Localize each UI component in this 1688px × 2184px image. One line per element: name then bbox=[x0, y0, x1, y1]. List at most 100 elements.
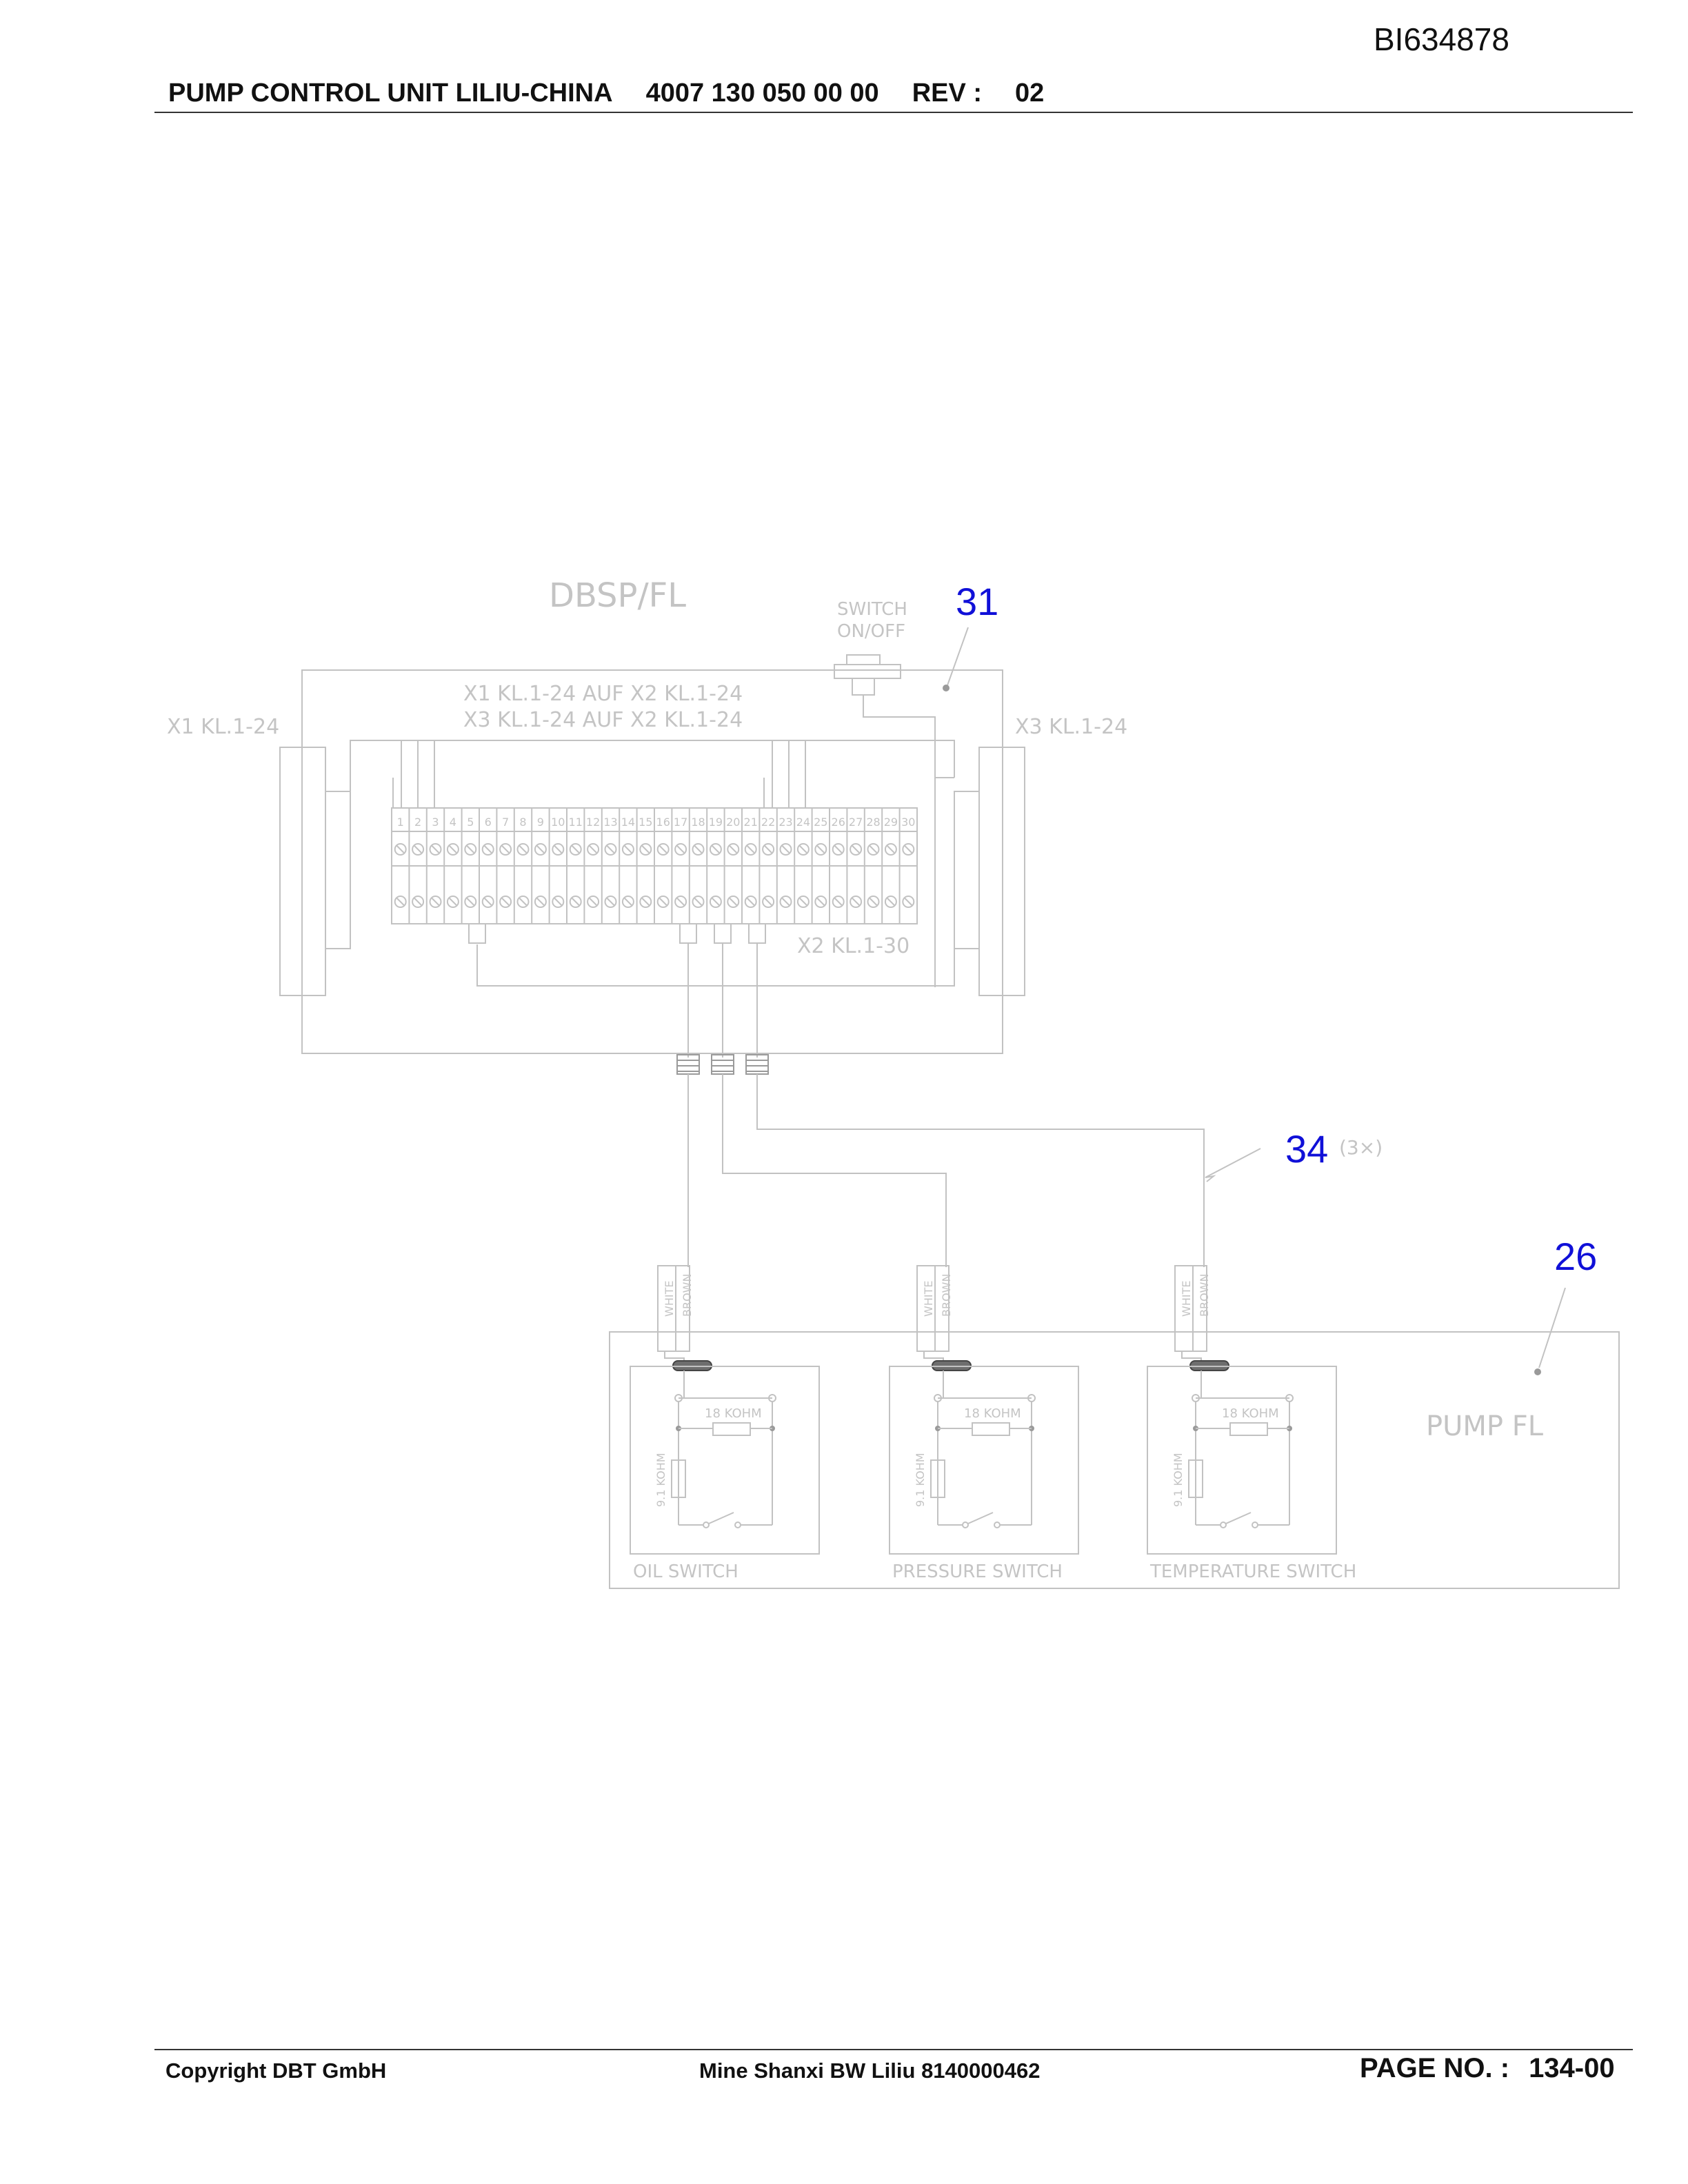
terminal-number: 9 bbox=[537, 816, 544, 829]
callout-31-leader bbox=[947, 627, 969, 686]
terminal-screw bbox=[412, 896, 425, 908]
resistor-18k bbox=[1229, 1422, 1268, 1436]
x2-terminal: 8 bbox=[513, 808, 530, 924]
terminal-screw bbox=[429, 843, 442, 856]
terminal-number: 20 bbox=[726, 816, 740, 829]
routing-text-1: X1 KL.1-24 AUF X2 KL.1-24 bbox=[463, 682, 743, 706]
terminal-screw bbox=[639, 843, 652, 856]
x2-terminal: 27 bbox=[846, 808, 863, 924]
x1-label: X1 KL.1-24 bbox=[167, 715, 279, 739]
terminal-screw bbox=[552, 843, 565, 856]
callout-34-leader bbox=[1205, 1148, 1261, 1182]
terminal-screw bbox=[709, 843, 722, 856]
callout-34-qty: (3×) bbox=[1339, 1136, 1383, 1159]
terminal-screw bbox=[727, 896, 740, 908]
right-feed-lines bbox=[763, 740, 806, 808]
terminal-screw bbox=[464, 896, 477, 908]
switch-on-off-symbol bbox=[834, 654, 936, 987]
terminal-number: 21 bbox=[744, 816, 758, 829]
terminal-screw bbox=[639, 896, 652, 908]
wire-label-white: WHITE bbox=[1180, 1281, 1193, 1317]
terminal-screw bbox=[814, 896, 827, 908]
x2-terminal: 15 bbox=[636, 808, 652, 924]
left-feed-lines bbox=[392, 740, 435, 808]
footer-page: PAGE NO. :134-00 bbox=[1360, 2053, 1615, 2084]
document-id: BI634878 bbox=[1374, 21, 1509, 57]
footer-page-label: PAGE NO. : bbox=[1360, 2053, 1510, 2083]
sensor-box bbox=[630, 1366, 820, 1555]
terminal-screw bbox=[499, 896, 512, 908]
resistor-18k-label: 18 KOHM bbox=[705, 1406, 762, 1421]
terminal-number: 26 bbox=[832, 816, 845, 829]
terminal-screw bbox=[867, 843, 880, 856]
terminal-screw bbox=[534, 896, 547, 908]
switch-label-2: ON/OFF bbox=[837, 621, 905, 642]
terminal-screw bbox=[902, 843, 915, 856]
resistor-9k1-label: 9.1 KOHM bbox=[914, 1453, 927, 1507]
terminal-screw bbox=[762, 843, 775, 856]
terminal-screw bbox=[867, 896, 880, 908]
x2-terminal: 23 bbox=[776, 808, 793, 924]
terminal-screw bbox=[604, 896, 617, 908]
terminal-screw bbox=[796, 843, 810, 856]
terminal-number: 2 bbox=[414, 816, 421, 829]
inner-wiring-frame bbox=[350, 740, 955, 949]
pressure-switch-label: PRESSURE SWITCH bbox=[892, 1561, 1063, 1582]
x2-label: X2 KL.1-30 bbox=[797, 934, 910, 958]
control-unit-enclosure bbox=[301, 669, 1003, 1054]
terminal-number: 23 bbox=[778, 816, 792, 829]
x2-terminal: 20 bbox=[723, 808, 740, 924]
terminal-number: 16 bbox=[656, 816, 670, 829]
x2-terminal: 25 bbox=[811, 808, 827, 924]
terminal-screw bbox=[692, 896, 705, 908]
terminal-screw bbox=[709, 896, 722, 908]
header-title: PUMP CONTROL UNIT LILIU-CHINA bbox=[168, 79, 613, 108]
terminal-screw bbox=[796, 896, 810, 908]
footer-copyright: Copyright DBT GmbH bbox=[165, 2059, 387, 2083]
terminal-screw bbox=[394, 843, 407, 856]
sensor-cables bbox=[687, 1074, 1205, 1267]
terminal-screw bbox=[674, 843, 687, 856]
terminal-number: 10 bbox=[551, 816, 565, 829]
x2-terminal: 24 bbox=[794, 808, 810, 924]
terminal-screw bbox=[850, 896, 863, 908]
wire-label-white: WHITE bbox=[922, 1281, 935, 1317]
terminal-pigtails bbox=[468, 923, 766, 1058]
terminal-number: 5 bbox=[467, 816, 474, 829]
terminal-screw bbox=[587, 896, 600, 908]
x2-terminal: 7 bbox=[496, 808, 512, 924]
terminal-screw bbox=[552, 896, 565, 908]
terminal-screw bbox=[481, 896, 494, 908]
terminal-number: 29 bbox=[884, 816, 898, 829]
terminal-screw bbox=[621, 896, 634, 908]
terminal-screw bbox=[656, 843, 670, 856]
terminal-screw bbox=[446, 896, 459, 908]
terminal-screw bbox=[394, 896, 407, 908]
terminal-number: 27 bbox=[849, 816, 863, 829]
x3-label: X3 KL.1-24 bbox=[1015, 715, 1127, 739]
terminal-screw bbox=[692, 843, 705, 856]
cable-glands bbox=[676, 1054, 769, 1075]
terminal-number: 12 bbox=[586, 816, 600, 829]
terminal-number: 11 bbox=[569, 816, 583, 829]
x2-terminal: 9 bbox=[531, 808, 547, 924]
terminal-screw bbox=[412, 843, 425, 856]
terminal-number: 18 bbox=[691, 816, 705, 829]
callout-34: 34 bbox=[1285, 1127, 1328, 1171]
x2-terminal: 17 bbox=[671, 808, 687, 924]
x2-terminal: 13 bbox=[601, 808, 618, 924]
callout-26: 26 bbox=[1554, 1235, 1597, 1278]
unit-title: DBSP/FL bbox=[549, 576, 686, 615]
terminal-screw bbox=[814, 843, 827, 856]
x3-terminal-inner bbox=[954, 791, 980, 949]
footer-mine: Mine Shanxi BW Liliu 8140000462 bbox=[699, 2059, 1041, 2083]
terminal-screw bbox=[902, 896, 915, 908]
terminal-number: 24 bbox=[796, 816, 810, 829]
terminal-number: 13 bbox=[603, 816, 617, 829]
sensor-box bbox=[889, 1366, 1079, 1555]
terminal-screw bbox=[587, 843, 600, 856]
